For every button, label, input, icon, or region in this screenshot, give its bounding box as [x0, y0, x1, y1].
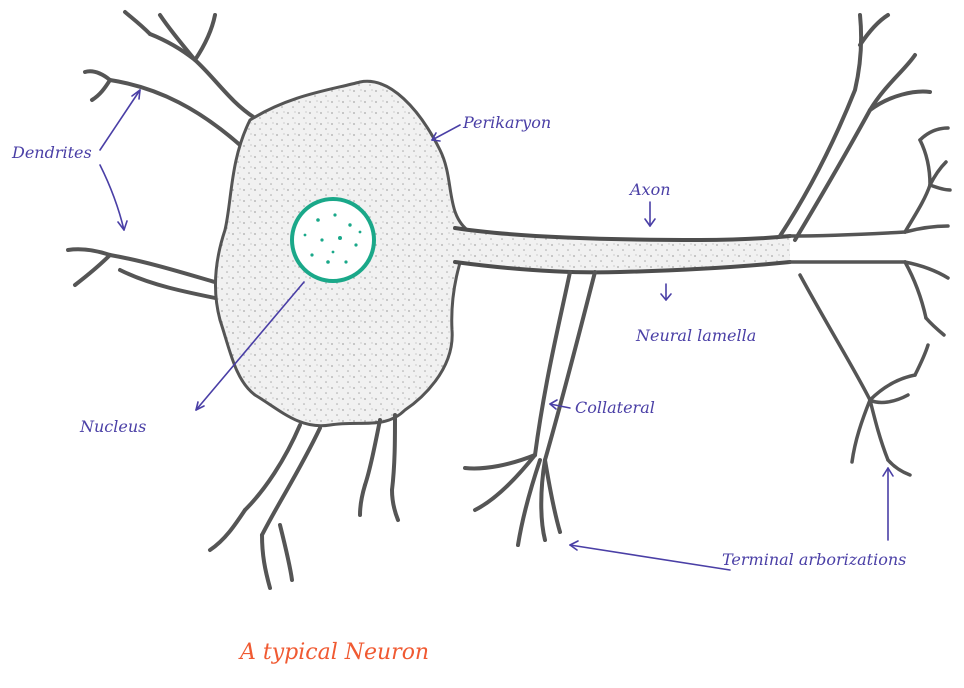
dendrites-lower	[210, 415, 398, 588]
label-dendrites: Dendrites	[12, 143, 92, 162]
label-axon: Axon	[630, 180, 671, 199]
label-terminal-arborizations: Terminal arborizations	[722, 550, 906, 569]
dendrite-middle-left	[68, 249, 225, 300]
label-perikaryon: Perikaryon	[463, 113, 551, 132]
label-nucleus: Nucleus	[80, 417, 146, 436]
terminal-upper-branch	[780, 15, 930, 240]
diagram-title: A typical Neuron	[240, 640, 429, 665]
dendrite-upper-left	[85, 12, 255, 145]
label-collateral: Collateral	[575, 398, 655, 417]
label-neural-lamella: Neural lamella	[636, 326, 756, 345]
nucleus	[292, 199, 374, 281]
